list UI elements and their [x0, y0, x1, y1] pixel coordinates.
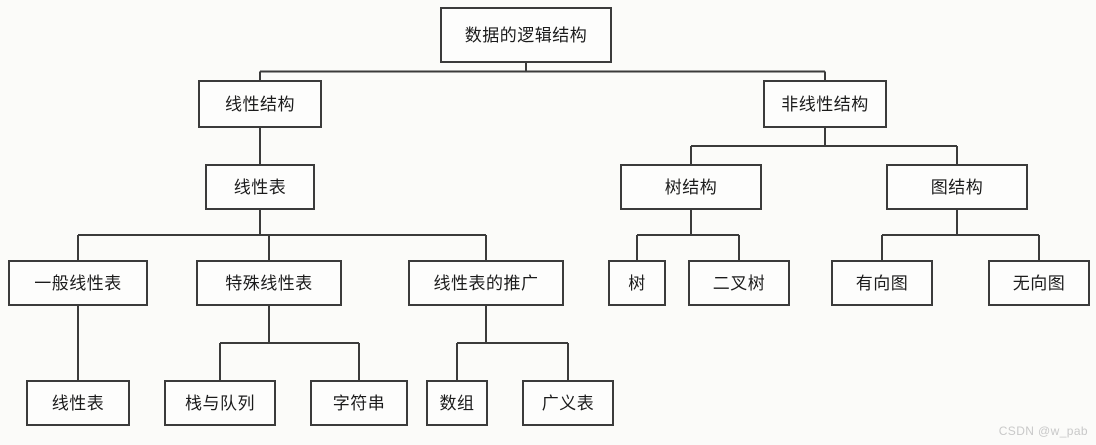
node-special: 特殊线性表 [196, 260, 342, 306]
node-nonlinear: 非线性结构 [763, 80, 887, 128]
node-general: 一般线性表 [8, 260, 148, 306]
node-digraph: 有向图 [831, 260, 933, 306]
node-root: 数据的逻辑结构 [440, 7, 612, 63]
node-linear: 线性结构 [198, 80, 322, 128]
node-graph: 图结构 [886, 164, 1028, 210]
node-extension: 线性表的推广 [408, 260, 564, 306]
watermark: CSDN @w_pab [998, 424, 1088, 438]
node-generallist: 广义表 [522, 380, 614, 426]
node-list2: 线性表 [26, 380, 130, 426]
node-stackqueue: 栈与队列 [164, 380, 276, 426]
node-array: 数组 [426, 380, 488, 426]
node-linearlist: 线性表 [205, 164, 315, 210]
node-string: 字符串 [310, 380, 408, 426]
node-undigraph: 无向图 [988, 260, 1090, 306]
node-binarytree: 二叉树 [688, 260, 790, 306]
node-treenode: 树 [608, 260, 666, 306]
node-tree: 树结构 [620, 164, 762, 210]
